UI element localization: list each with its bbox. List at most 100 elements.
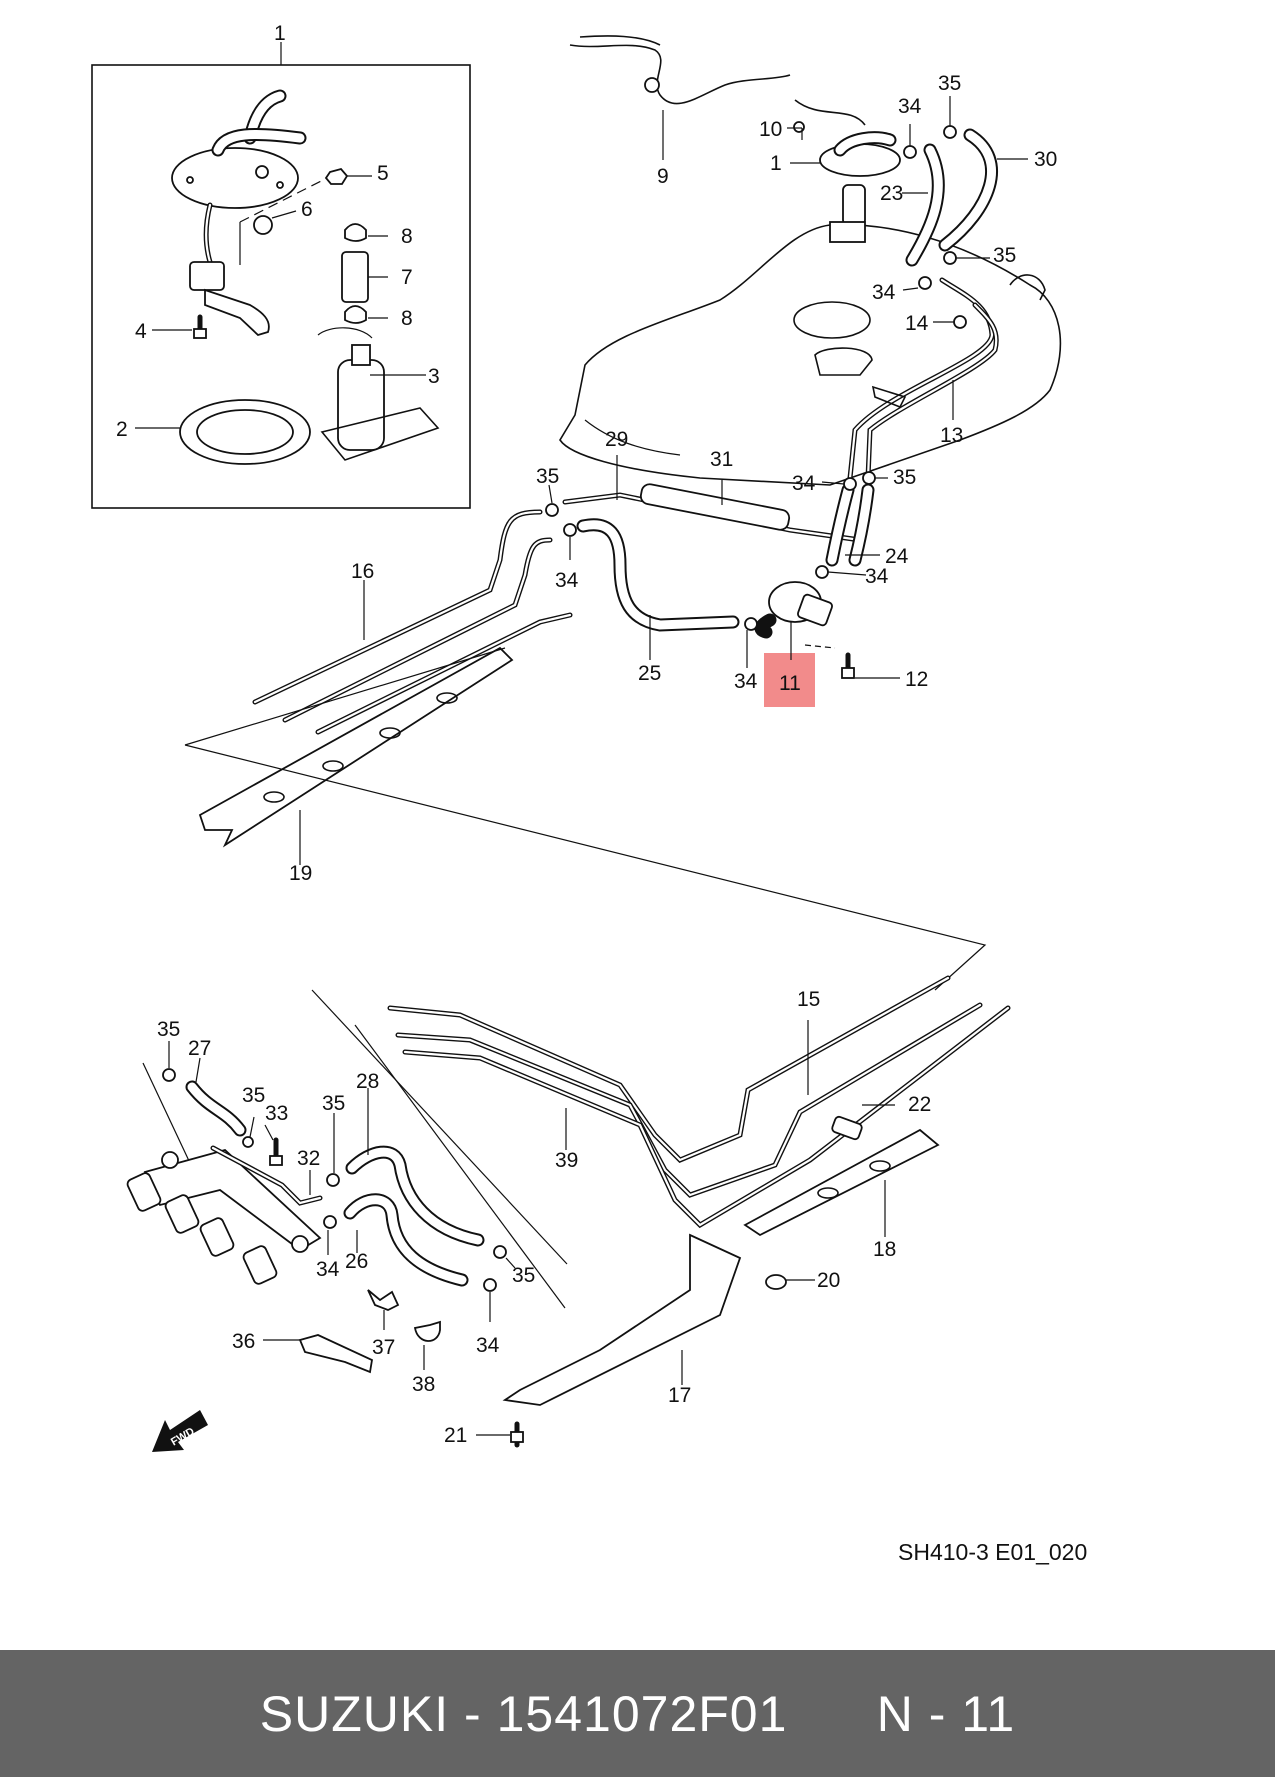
callout-34-tank-a: 34 bbox=[898, 95, 922, 118]
callout-30: 30 bbox=[1034, 148, 1057, 171]
fuel-lines-16 bbox=[252, 509, 573, 735]
callout-20: 20 bbox=[817, 1269, 840, 1292]
bracket-18 bbox=[743, 1128, 940, 1237]
callout-34-29: 34 bbox=[555, 569, 579, 592]
clip-34-lower bbox=[483, 1278, 497, 1292]
footer-position-label: N - 11 bbox=[876, 1685, 1016, 1742]
clip-35-28 bbox=[326, 1173, 340, 1187]
callout-10: 10 bbox=[759, 118, 782, 141]
callout-21: 21 bbox=[444, 1424, 467, 1447]
callout-8-bottom: 8 bbox=[401, 307, 413, 330]
callout-36: 36 bbox=[232, 1330, 255, 1353]
bolt-12 bbox=[841, 652, 900, 679]
callout-19: 19 bbox=[289, 862, 312, 885]
fuel-system-parts-diagram: FWD 1 5 6 8 7 8 4 3 2 9 10 1 34 35 30 23… bbox=[91, 22, 1087, 1565]
callout-3: 3 bbox=[428, 365, 440, 388]
part-footer-bar: SUZUKI - 1541072F01 N - 11 bbox=[0, 1650, 1275, 1777]
callout-35-tank-b: 35 bbox=[993, 244, 1016, 267]
bolt-21 bbox=[476, 1421, 524, 1448]
bracket-36 bbox=[263, 1334, 374, 1374]
callout-16: 16 bbox=[351, 560, 374, 583]
callout-15: 15 bbox=[797, 988, 820, 1011]
sender-wiring-9 bbox=[569, 35, 866, 160]
callout-13: 13 bbox=[940, 424, 963, 447]
fuel-injector-rail bbox=[126, 1148, 322, 1285]
callout-2: 2 bbox=[116, 418, 128, 441]
callout-34-tank-b: 34 bbox=[872, 281, 896, 304]
clamp-35-tank-a bbox=[943, 125, 957, 139]
callout-4: 4 bbox=[135, 320, 147, 343]
guide-lines-upper bbox=[184, 647, 506, 746]
fuel-pump-3 bbox=[317, 327, 440, 461]
callout-29: 29 bbox=[605, 428, 628, 451]
callout-35-lower: 35 bbox=[512, 1264, 535, 1287]
bolt-33 bbox=[264, 1124, 283, 1166]
callout-18: 18 bbox=[873, 1238, 896, 1261]
callout-1-tank: 1 bbox=[770, 152, 782, 175]
plug-20 bbox=[765, 1274, 815, 1290]
callout-7: 7 bbox=[401, 266, 413, 289]
callout-35-29: 35 bbox=[536, 465, 559, 488]
clamp-34-filter-left bbox=[744, 617, 758, 631]
callout-26: 26 bbox=[345, 1250, 368, 1273]
callout-1-inset: 1 bbox=[274, 22, 286, 45]
callout-32: 32 bbox=[297, 1147, 320, 1170]
callout-25: 25 bbox=[638, 662, 661, 685]
inset-frame bbox=[91, 64, 471, 509]
nut-5 bbox=[324, 167, 349, 185]
clip-35-27 bbox=[162, 1068, 176, 1082]
clip-22 bbox=[831, 1104, 895, 1141]
grommet-14 bbox=[953, 315, 967, 329]
callout-24: 24 bbox=[885, 545, 909, 568]
clamp-35-29 bbox=[545, 503, 559, 517]
callout-6: 6 bbox=[301, 198, 313, 221]
clamp-34-tank-b bbox=[918, 276, 932, 290]
callout-37: 37 bbox=[372, 1336, 395, 1359]
pump-plate bbox=[171, 89, 336, 337]
callout-34-filter: 34 bbox=[734, 670, 758, 693]
callout-35-27: 35 bbox=[157, 1018, 180, 1041]
callout-9: 9 bbox=[657, 165, 669, 188]
callout-12: 12 bbox=[905, 668, 928, 691]
hose-25 bbox=[576, 518, 740, 632]
fwd-arrow-icon: FWD bbox=[152, 1410, 208, 1452]
fuel-filter-11 bbox=[754, 581, 836, 660]
pump-module-1 bbox=[790, 131, 901, 243]
callout-27: 27 bbox=[188, 1037, 211, 1060]
diagram-code: SH410-3 E01_020 bbox=[898, 1539, 1087, 1565]
fuel-lines-15-39 bbox=[387, 975, 1011, 1229]
callout-34-24-bottom: 34 bbox=[865, 565, 889, 588]
clamp-35-24-top bbox=[862, 471, 876, 485]
callout-labels: 1 5 6 8 7 8 4 3 2 9 10 1 34 35 30 23 35 … bbox=[116, 22, 1087, 1565]
bolt-4 bbox=[152, 314, 207, 339]
callout-34-26: 34 bbox=[316, 1258, 340, 1281]
clip-35-lower bbox=[493, 1245, 507, 1259]
callout-22: 22 bbox=[908, 1093, 931, 1116]
callout-14: 14 bbox=[905, 312, 929, 335]
footer-brand: SUZUKI bbox=[259, 1685, 450, 1742]
callout-35-28: 35 bbox=[322, 1092, 345, 1115]
pump-inset bbox=[91, 42, 471, 509]
callout-28: 28 bbox=[356, 1070, 379, 1093]
callout-35-24-top: 35 bbox=[893, 466, 916, 489]
footer-part-number: 1541072F01 bbox=[496, 1685, 788, 1742]
callout-35-32: 35 bbox=[242, 1084, 265, 1107]
tank-pipes-13 bbox=[847, 277, 999, 481]
clamp-34-tank-a bbox=[903, 145, 917, 159]
canister-pipe-31 bbox=[562, 455, 863, 543]
clamp-35-tank-b bbox=[943, 251, 957, 265]
callout-31: 31 bbox=[710, 448, 733, 471]
bracket-17 bbox=[502, 1233, 742, 1406]
highlight-box-11 bbox=[764, 653, 815, 707]
bracket-19 bbox=[198, 646, 514, 865]
clip-35-32 bbox=[242, 1136, 254, 1148]
callout-39: 39 bbox=[555, 1149, 578, 1172]
clamp-34-24-top bbox=[843, 477, 857, 491]
callout-35-tank-a: 35 bbox=[938, 72, 961, 95]
callout-34-lower: 34 bbox=[476, 1334, 500, 1357]
callout-17: 17 bbox=[668, 1384, 691, 1407]
clamp-34-29 bbox=[563, 523, 577, 537]
clip-38 bbox=[413, 1320, 441, 1342]
footer-separator: - bbox=[464, 1685, 482, 1742]
grommet-6 bbox=[253, 215, 273, 235]
